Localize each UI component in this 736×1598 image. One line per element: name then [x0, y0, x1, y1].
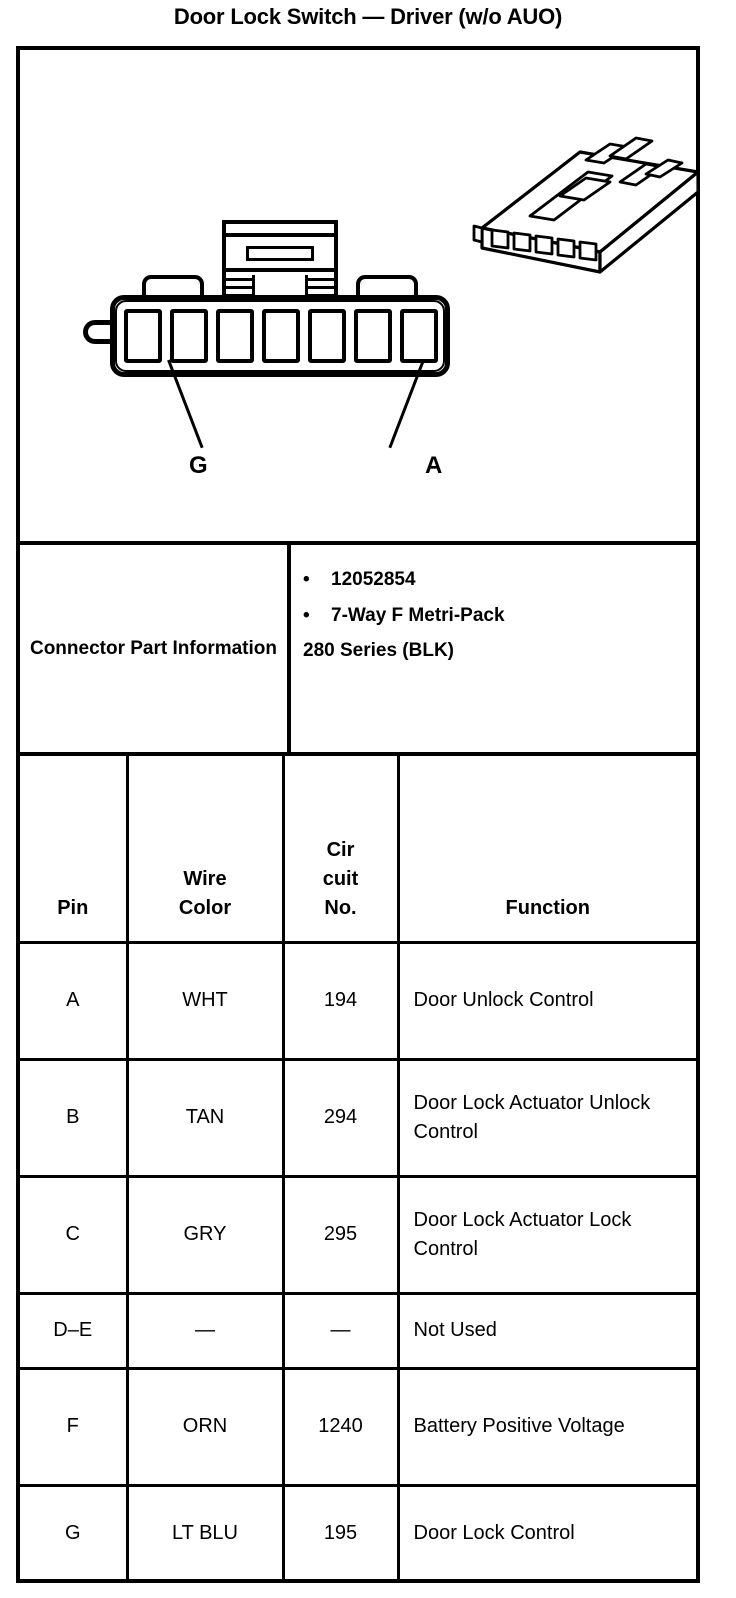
- cpi-column-divider: [287, 545, 291, 752]
- table-row: B TAN 294 Door Lock Actuator Unlock Cont…: [20, 1057, 696, 1178]
- bullet-icon: •: [303, 569, 310, 590]
- cell-circuit-no: 195: [281, 1483, 400, 1583]
- cpi-connector-type: 7-Way F Metri-Pack: [331, 604, 505, 626]
- cell-function: Not Used: [396, 1291, 696, 1370]
- lock-tower-body: [222, 237, 338, 272]
- column-header-wire-color: Wire Color: [125, 756, 285, 944]
- cell-function: Door Unlock Control: [396, 940, 696, 1061]
- cell-pin: G: [20, 1483, 129, 1583]
- pin-table-header: Pin Wire Color Cir cuit No. Function: [20, 756, 696, 944]
- cell-function: Battery Positive Voltage: [396, 1366, 696, 1487]
- table-row: C GRY 295 Door Lock Actuator Lock Contro…: [20, 1174, 696, 1295]
- cell-circuit-no: 294: [281, 1057, 400, 1178]
- connector-cavity: [308, 309, 346, 363]
- circuit-line1: Cir: [326, 838, 355, 861]
- connector-cavity: [400, 309, 438, 363]
- lock-tower-slot: [246, 246, 314, 261]
- cell-pin: F: [20, 1366, 129, 1487]
- cpi-bullet-item: • 7-Way F Metri-Pack: [303, 603, 696, 629]
- connector-cavity: [124, 309, 162, 363]
- table-header-row: Pin Wire Color Cir cuit No. Function: [20, 756, 696, 944]
- cell-pin: A: [20, 940, 129, 1061]
- connector-part-information-values: • 12052854 • 7-Way F Metri-Pack 280 Seri…: [291, 545, 696, 752]
- lock-tower-rib: [226, 278, 252, 281]
- lock-tower-rib: [226, 286, 252, 289]
- cell-wire-color: ORN: [125, 1366, 285, 1487]
- connector-cavity: [170, 309, 208, 363]
- connector-cavity-row: [124, 309, 438, 363]
- cell-pin: D–E: [20, 1291, 129, 1370]
- lock-tower-base: [222, 272, 338, 300]
- cell-circuit-no: 1240: [281, 1366, 400, 1487]
- lock-tower-cap: [222, 220, 338, 237]
- cell-wire-color: WHT: [125, 940, 285, 1061]
- connector-cavity: [354, 309, 392, 363]
- column-header-circuit-no: Cir cuit No.: [281, 756, 400, 944]
- cell-function: Door Lock Control: [396, 1483, 696, 1583]
- table-row: A WHT 194 Door Unlock Control: [20, 940, 696, 1061]
- circuit-line3: No.: [324, 896, 357, 919]
- cell-wire-color: GRY: [125, 1174, 285, 1295]
- lock-tower-rib: [308, 286, 334, 289]
- table-row: F ORN 1240 Battery Positive Voltage: [20, 1366, 696, 1487]
- circuit-line2: cuit: [322, 867, 359, 890]
- cell-wire-color: —: [125, 1291, 285, 1370]
- connector-part-information-label: Connector Part Information: [29, 637, 277, 659]
- cell-function: Door Lock Actuator Lock Control: [396, 1174, 696, 1295]
- connector-housing-inner: [115, 300, 445, 372]
- cpi-series-continuation: 280 Series (BLK): [303, 640, 455, 662]
- connector-lock-tower: [222, 220, 338, 300]
- connector-part-information: Connector Part Information • 12052854 • …: [20, 545, 696, 752]
- cpi-bullet-item: • 12052854: [303, 567, 696, 593]
- wire-color-line2: Color: [178, 896, 232, 919]
- cell-circuit-no: 295: [281, 1174, 400, 1295]
- connector-diagram-panel: G A: [20, 50, 700, 541]
- cell-wire-color: LT BLU: [125, 1483, 285, 1583]
- wire-color-line1: Wire: [183, 867, 227, 890]
- lock-tower-rib: [308, 278, 334, 281]
- diagram-frame: G A Connector Part Information • 1205285…: [16, 46, 700, 1583]
- column-header-pin: Pin: [20, 756, 129, 944]
- cell-pin: B: [20, 1057, 129, 1178]
- cpi-part-number: 12052854: [331, 569, 416, 590]
- page-title: Door Lock Switch — Driver (w/o AUO): [173, 4, 563, 29]
- cpi-table-divider: [20, 752, 696, 756]
- cell-circuit-no: —: [281, 1291, 400, 1370]
- cell-pin: C: [20, 1174, 129, 1295]
- cell-circuit-no: 194: [281, 940, 400, 1061]
- pin-callout-a: A: [425, 452, 443, 479]
- connector-cavity: [262, 309, 300, 363]
- table-row: G LT BLU 195 Door Lock Control: [20, 1483, 696, 1583]
- column-header-function: Function: [396, 756, 696, 944]
- table-row: D–E — — Not Used: [20, 1291, 696, 1370]
- cell-wire-color: TAN: [125, 1057, 285, 1178]
- connector-cavity: [216, 309, 254, 363]
- diagram-table-divider: [20, 541, 696, 545]
- pin-table-body: A WHT 194 Door Unlock Control B TAN 294 …: [20, 940, 696, 1583]
- connector-front-view: G A: [70, 200, 510, 479]
- pin-table: Pin Wire Color Cir cuit No. Function A W…: [20, 756, 696, 1583]
- pin-callout-g: G: [189, 452, 208, 479]
- cell-function: Door Lock Actuator Unlock Control: [396, 1057, 696, 1178]
- connector-isometric-view: [460, 120, 720, 300]
- bullet-icon: •: [303, 604, 310, 626]
